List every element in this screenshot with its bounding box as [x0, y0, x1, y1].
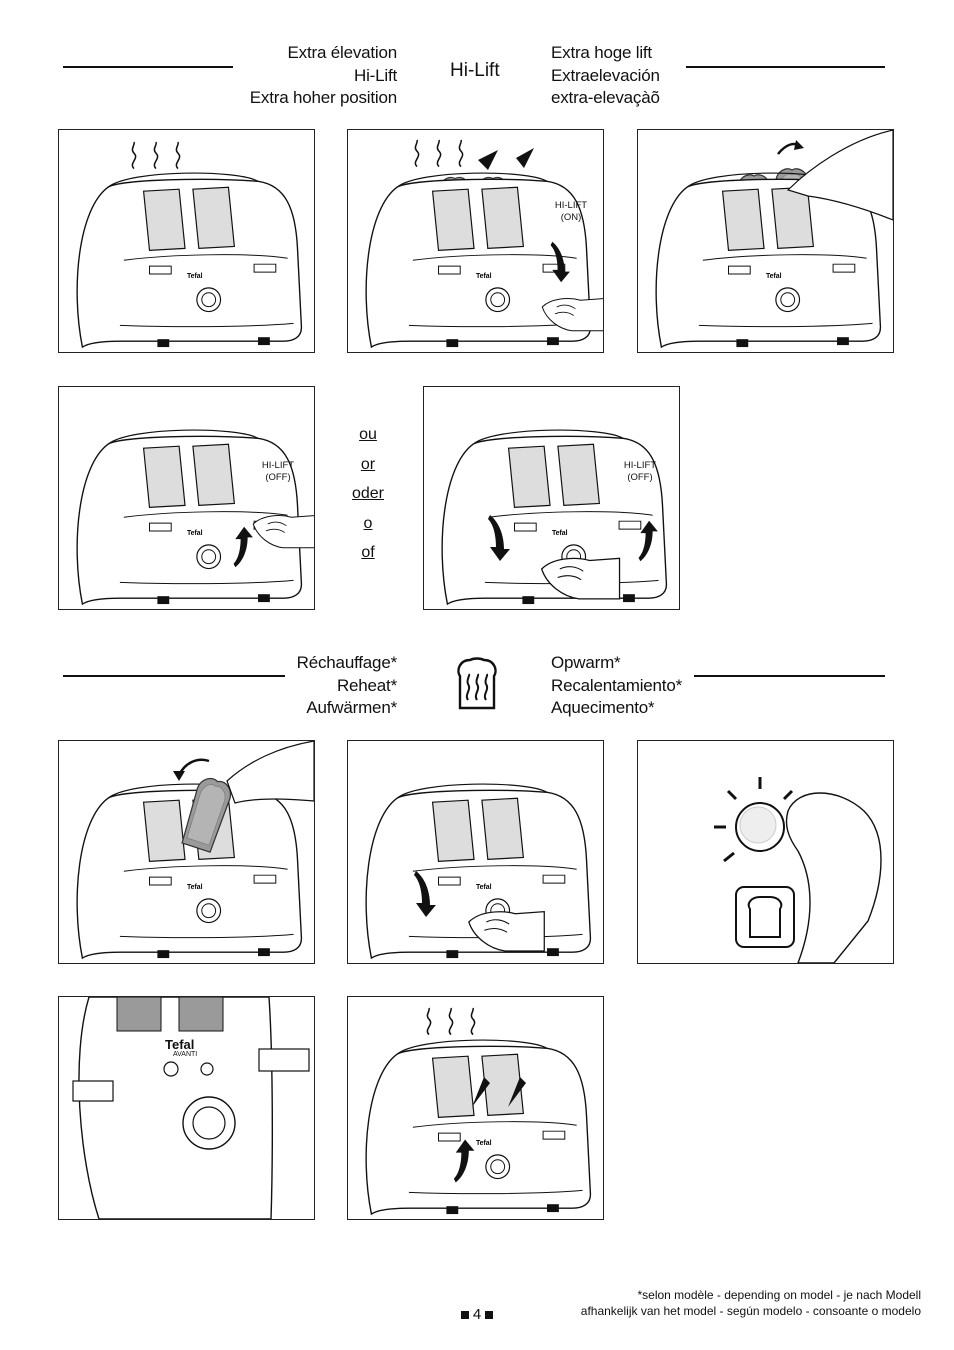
alt-ou: ou: [359, 426, 377, 443]
reheat-rule-right: [694, 675, 885, 677]
hilift-off-label-1-line-2: (OFF): [265, 472, 291, 483]
footnote-line-1: *selon modèle - depending on model - je …: [637, 1288, 921, 1302]
hilift-right-heading: Extra hoge lift Extraelevación extra-ele…: [551, 42, 660, 110]
alternatives-list: ou or oder o of: [338, 420, 398, 568]
footnote: *selon modèle - depending on model - je …: [581, 1288, 921, 1319]
alt-oder: oder: [351, 485, 385, 502]
reheat-left-line-3: Aufwärmen*: [306, 698, 397, 717]
panel-insert-toast: [58, 740, 315, 964]
hilift-off-label-1-line-1: HI-LIFT: [261, 460, 295, 471]
hilift-off-label-1: HI-LIFT (OFF): [251, 460, 305, 484]
alt-of: of: [361, 544, 375, 561]
hilift-left-line-3: Extra hoher position: [249, 88, 397, 107]
toaster-done-illustration: [365, 1007, 592, 1215]
panel-lower-lever: [347, 740, 604, 964]
reheat-rule-left: [63, 675, 285, 677]
hilift-off-label-2-line-2: (OFF): [627, 472, 653, 483]
toaster-lever-up-illustration: [76, 429, 314, 605]
hilift-left-heading: Extra élevation Hi-Lift Extra hoher posi…: [250, 42, 397, 110]
hilift-title: Hi-Lift: [450, 60, 500, 81]
reheat-right-line-1: Opwarm*: [551, 653, 621, 672]
toaster-lower-illustration: [365, 783, 592, 959]
hilift-on-label: HI-LIFT (ON): [544, 200, 598, 224]
reheat-left-line-1: Réchauffage*: [296, 653, 398, 672]
footnote-line-2: afhankelijk van het model - según modelo…: [580, 1303, 921, 1318]
alt-or: or: [360, 455, 376, 473]
toaster-insert-illustration: [76, 741, 314, 959]
hilift-off-label-2: HI-LIFT (OFF): [613, 460, 667, 484]
panel-hilift-on: HI-LIFT (ON): [347, 129, 604, 353]
panel-hilift-off-1: HI-LIFT (OFF): [58, 386, 315, 610]
panel-toast-ready: [58, 129, 315, 353]
square-bullet-icon: [460, 1311, 469, 1320]
reheat-left-line-2: Reheat*: [336, 675, 397, 695]
panel-reheat-closeup: Tefal AVANTI: [58, 996, 315, 1220]
hilift-on-label-line-1: HI-LIFT: [554, 200, 588, 211]
reheat-toast-icon: [457, 657, 497, 710]
reheat-right-heading: Opwarm* Recalentamiento* Aquecimento*: [551, 652, 682, 720]
reheat-left-heading: Réchauffage* Reheat* Aufwärmen*: [296, 652, 398, 720]
toaster-hilift-illustration: [365, 139, 603, 348]
hilift-off-label-2-line-1: HI-LIFT: [623, 460, 657, 471]
panel-hilift-off-2: HI-LIFT (OFF): [423, 386, 680, 610]
reheat-right-line-2: Recalentamiento*: [551, 675, 682, 695]
hilift-right-line-1: Extra hoge lift: [551, 43, 652, 62]
header-rule-right: [686, 66, 885, 68]
panel-reheat-button: [637, 740, 894, 964]
hilift-left-line-1: Extra élevation: [287, 43, 398, 62]
hilift-right-line-3: extra-elevaçàõ: [551, 88, 660, 107]
toaster-lever-cycle-illustration: [441, 429, 668, 605]
reheat-button-illustration: [714, 777, 882, 963]
panel-remove-toast: [637, 129, 894, 353]
header-rule-left: [63, 66, 233, 68]
hilift-on-label-line-2: (ON): [560, 212, 582, 223]
page-number: 4: [0, 1306, 954, 1323]
reheat-right-line-3: Aquecimento*: [551, 698, 655, 717]
toaster-closeup-illustration: [72, 997, 310, 1219]
page-number-text: 4: [472, 1306, 482, 1323]
toaster-remove-illustration: [655, 130, 893, 348]
square-bullet-icon: [485, 1311, 494, 1320]
toaster-model-label: AVANTI: [173, 1051, 198, 1058]
alt-o: o: [363, 514, 373, 532]
toaster-illustration: [76, 141, 303, 348]
hilift-right-line-2: Extraelevación: [551, 65, 660, 85]
panel-reheat-done: [347, 996, 604, 1220]
toaster-brand-label: Tefal: [165, 1037, 195, 1052]
hilift-left-line-2: Hi-Lift: [354, 65, 397, 85]
